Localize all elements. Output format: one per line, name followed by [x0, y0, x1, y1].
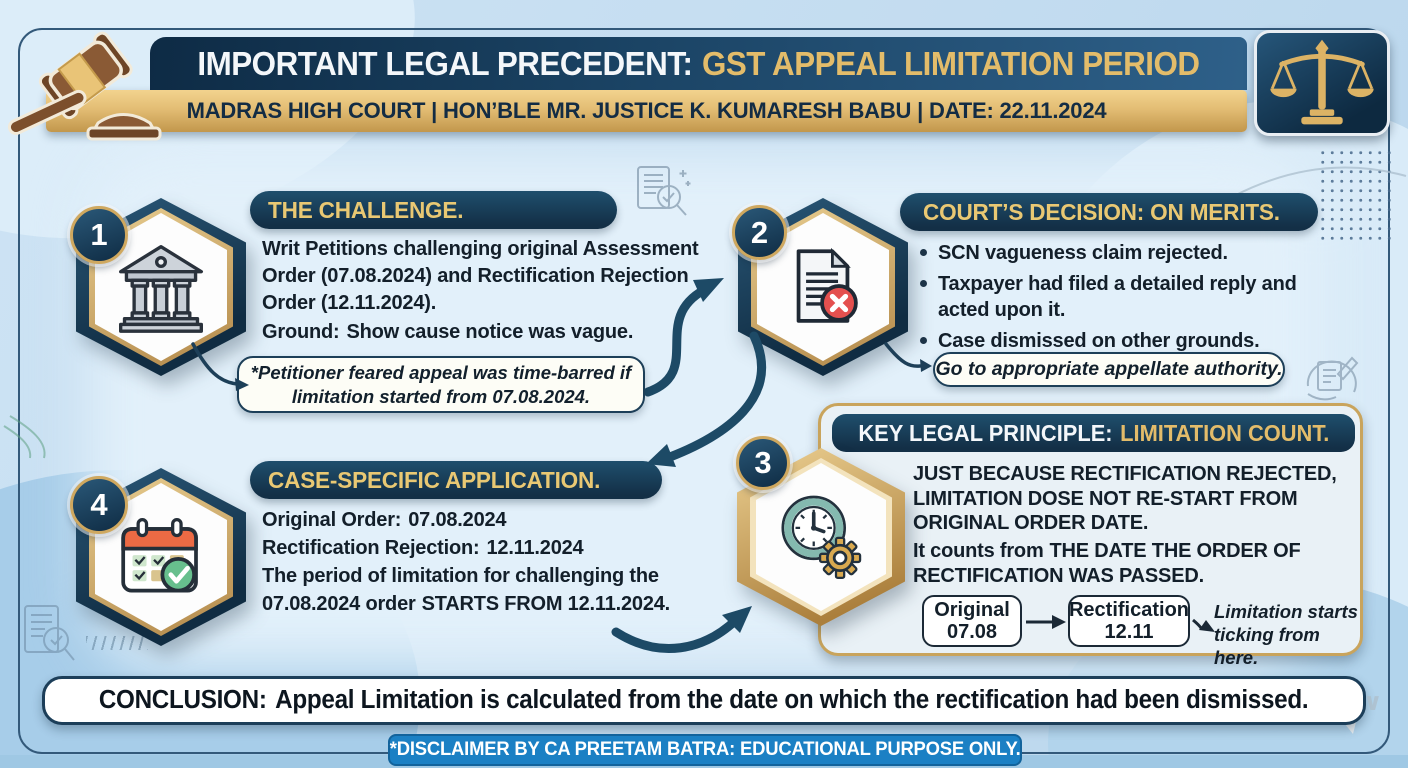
flow-box-original: Original 07.08	[922, 595, 1022, 647]
dot-pattern	[1318, 148, 1392, 240]
scales-of-justice-icon	[1270, 39, 1374, 125]
challenge-ground-text: Show cause notice was vague.	[346, 321, 634, 343]
list-item: Case dismissed on other grounds.	[920, 328, 1312, 354]
section-decision-number: 2	[732, 205, 787, 260]
disclaimer-text: *DISCLAIMER BY CA PREETAM BATRA: EDUCATI…	[389, 739, 1021, 760]
flow-arrow	[1026, 615, 1066, 629]
section-application-title: CASE-SPECIFIC APPLICATION.	[268, 466, 601, 493]
page-title-prefix: IMPORTANT LEGAL PRECEDENT:	[197, 44, 693, 82]
application-line3-text: The period of limitation for challenging…	[262, 565, 659, 615]
flow-box-rectification: Rectification 12.11	[1068, 595, 1190, 647]
application-line1-value: 07.08.2024	[408, 509, 507, 531]
conclusion-text-wrap: CONCLUSION:Appeal Limitation is calculat…	[99, 686, 1309, 715]
disclaimer-bar: *DISCLAIMER BY CA PREETAM BATRA: EDUCATI…	[388, 734, 1022, 766]
application-line2-label: Rectification Rejection:	[262, 537, 480, 559]
application-line-1: Original Order: 07.08.2024	[262, 506, 714, 534]
document-search-icon	[24, 605, 75, 661]
section-application-number: 4	[70, 476, 128, 534]
section-decision-title: COURT’S DECISION: ON MERITS.	[923, 198, 1280, 225]
hand-signing-icon	[1306, 356, 1359, 401]
header-title-band: IMPORTANT LEGAL PRECEDENT:GST APPEAL LIM…	[150, 37, 1247, 90]
challenge-body-text: Writ Petitions challenging original Asse…	[262, 238, 699, 314]
bullet-dot	[920, 249, 927, 256]
decision-bullet-list: SCN vagueness claim rejected. Taxpayer h…	[920, 240, 1312, 359]
principle-card: KEY LEGAL PRINCIPLE:LIMITATION COUNT. JU…	[818, 403, 1363, 668]
bullet-dot	[920, 337, 927, 344]
header-subtitle: MADRAS HIGH COURT | HON’BLE MR. JUSTICE …	[186, 98, 1107, 123]
conclusion-label: CONCLUSION:	[99, 686, 268, 714]
application-line2-value: 12.11.2024	[486, 537, 584, 559]
application-line1-label: Original Order:	[262, 509, 402, 531]
section-principle-number: 3	[736, 436, 790, 490]
decision-callout: Go to appropriate appellate authority.	[933, 352, 1285, 387]
principle-card-header: KEY LEGAL PRINCIPLE:LIMITATION COUNT.	[832, 414, 1355, 452]
decision-bullet-3: Case dismissed on other grounds.	[938, 330, 1260, 352]
clock-gear-icon	[781, 495, 862, 580]
flow-box-rectification-date: 12.11	[1104, 621, 1154, 643]
dash-pattern	[86, 636, 148, 650]
application-line3-bold: STARTS FROM 12.11.2024.	[421, 593, 671, 615]
section-challenge-body: Writ Petitions challenging original Asse…	[262, 236, 712, 346]
application-line-3: The period of limitation for challenging…	[262, 562, 714, 618]
section-application-body: Original Order: 07.08.2024 Rectification …	[262, 506, 714, 618]
page-title: IMPORTANT LEGAL PRECEDENT:GST APPEAL LIM…	[197, 44, 1200, 83]
flow-box-original-title: Original	[934, 599, 1010, 621]
section-challenge-number: 1	[70, 206, 128, 264]
leaf-lines-decor	[3, 415, 46, 459]
calendar-check-icon	[121, 518, 198, 593]
hexagon-inner	[756, 463, 886, 611]
bullet-dot	[920, 280, 927, 287]
decision-bullet-2: Taxpayer had filed a detailed reply and …	[938, 273, 1297, 321]
application-line-2: Rectification Rejection: 12.11.2024	[262, 534, 714, 562]
scales-badge	[1254, 30, 1390, 136]
flow-box-rectification-title: Rectification	[1068, 599, 1190, 621]
challenge-ground-label: Ground:	[262, 321, 340, 343]
principle-title-prefix: KEY LEGAL PRINCIPLE:	[858, 419, 1113, 446]
chevron-watermark: ∨	[1363, 689, 1383, 716]
list-item: SCN vagueness claim rejected.	[920, 240, 1312, 266]
principle-statement: JUST BECAUSE RECTIFICATION REJECTED, LIM…	[913, 463, 1337, 534]
conclusion-text: Appeal Limitation is calculated from the…	[275, 686, 1309, 714]
courthouse-icon	[119, 245, 203, 333]
section-application-banner: CASE-SPECIFIC APPLICATION.	[250, 461, 662, 499]
flow-box-original-date: 07.08	[946, 621, 998, 643]
section-challenge-title: THE CHALLENGE.	[268, 196, 464, 223]
page-title-accent: GST APPEAL LIMITATION PERIOD	[701, 44, 1200, 82]
header-subtitle-band: MADRAS HIGH COURT | HON’BLE MR. JUSTICE …	[46, 90, 1247, 132]
decision-callout-text: Go to appropriate appellate authority.	[935, 358, 1283, 380]
principle-title-accent: LIMITATION COUNT.	[1119, 419, 1329, 446]
challenge-callout-text: *Petitioner feared appeal was time-barre…	[250, 361, 632, 407]
challenge-ground-line: Ground: Show cause notice was vague.	[262, 319, 712, 346]
section-challenge-banner: THE CHALLENGE.	[250, 191, 617, 229]
challenge-callout: *Petitioner feared appeal was time-barre…	[237, 356, 645, 413]
document-search-icon	[637, 166, 691, 216]
flow-note: Limitation starts ticking from here.	[1214, 601, 1358, 668]
conclusion-bar: CONCLUSION:Appeal Limitation is calculat…	[42, 676, 1366, 725]
principle-counts-bold: THE DATE THE ORDER OF RECTIFICATION WAS …	[913, 540, 1301, 587]
rejected-document-icon	[796, 247, 858, 323]
arc-decor	[1233, 166, 1407, 197]
gavel-icon	[7, 31, 162, 141]
section-decision-banner: COURT’S DECISION: ON MERITS.	[900, 193, 1318, 231]
principle-title: KEY LEGAL PRINCIPLE:LIMITATION COUNT.	[858, 420, 1329, 447]
decision-bullet-1: SCN vagueness claim rejected.	[938, 242, 1228, 264]
principle-counts-prefix: It counts from	[913, 540, 1044, 562]
list-item: Taxpayer had filed a detailed reply and …	[920, 271, 1312, 323]
